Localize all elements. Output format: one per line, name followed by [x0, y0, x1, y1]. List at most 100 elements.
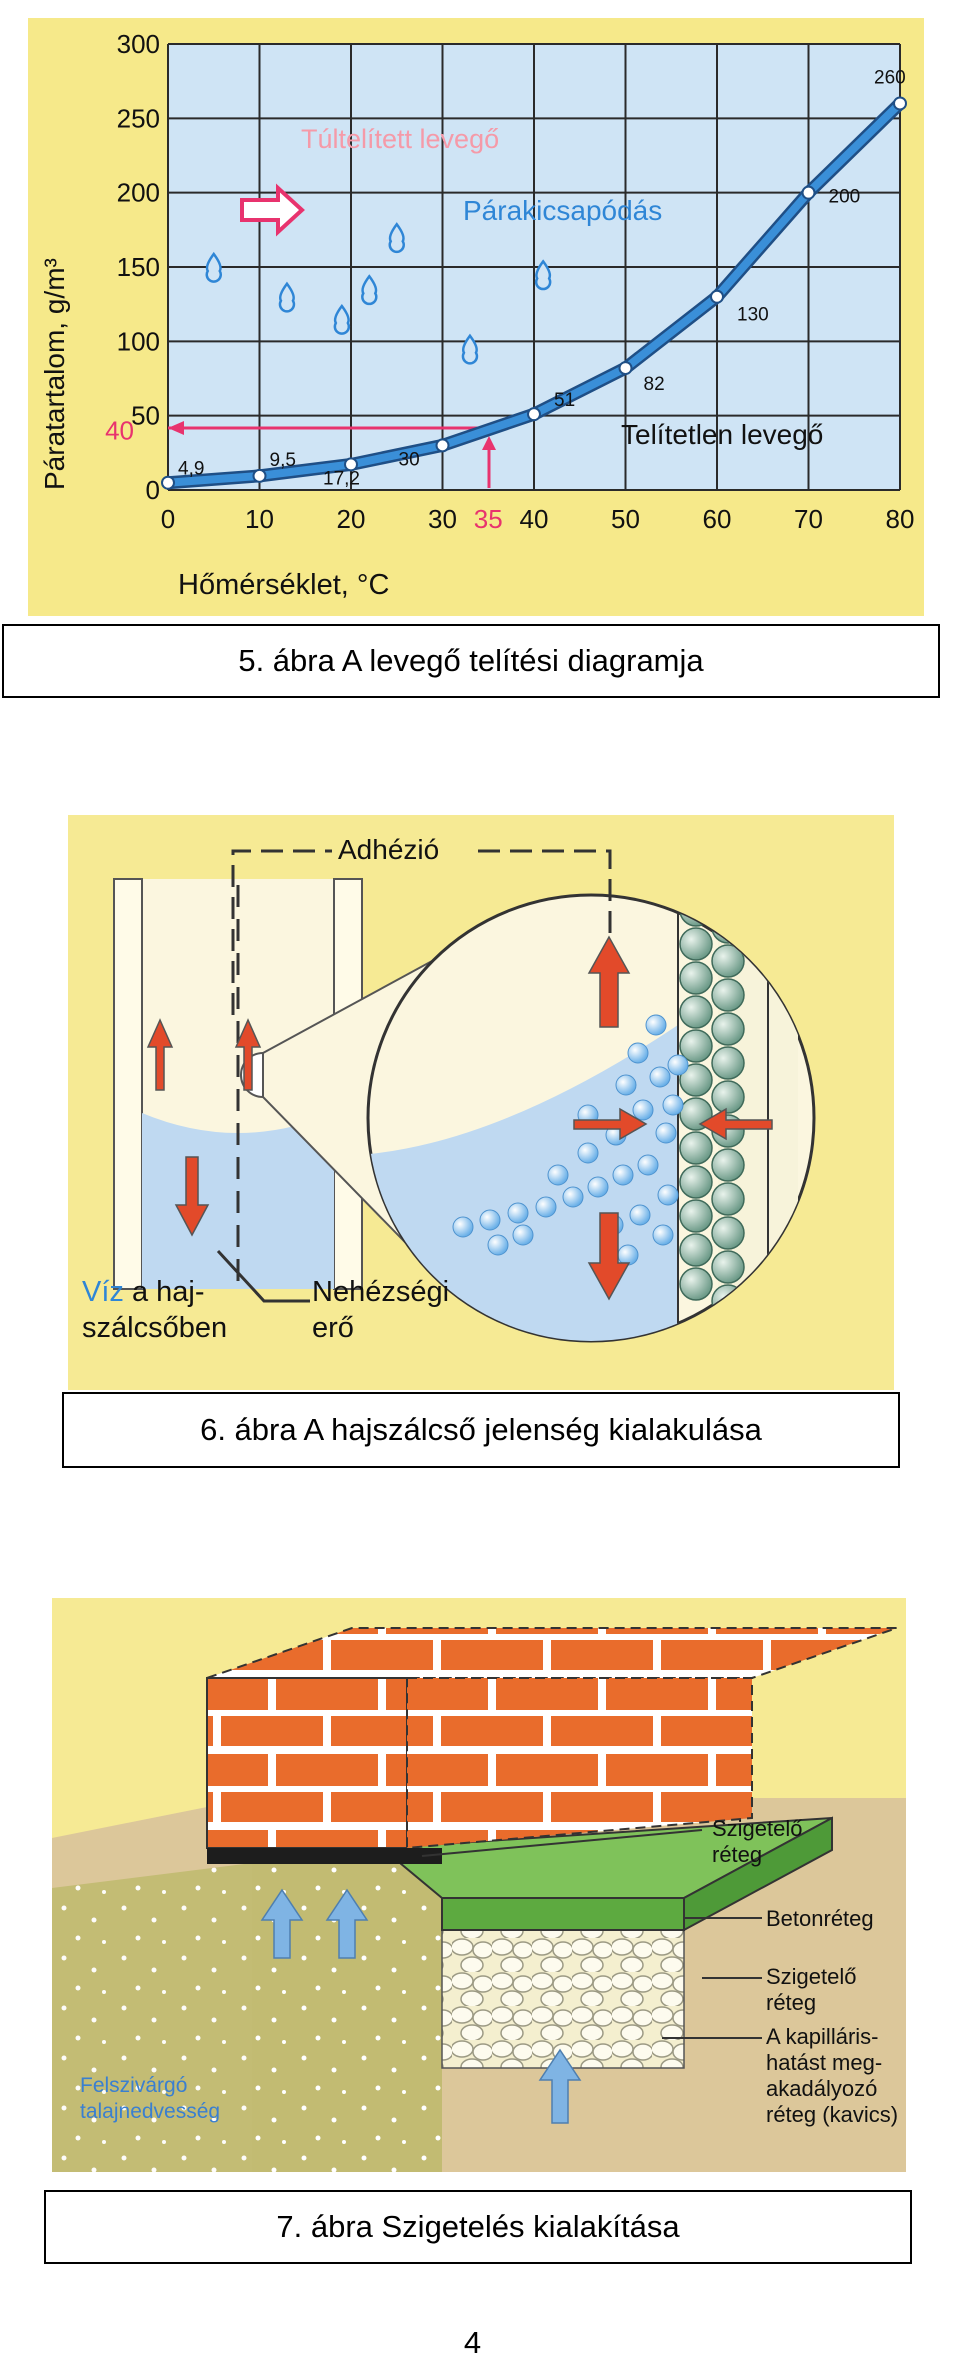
- wall-molecule: [679, 1199, 713, 1233]
- data-point: [344, 457, 358, 472]
- wall-molecule: [711, 978, 745, 1012]
- soil-under-wall: [252, 1863, 442, 2172]
- force-arrow-left: [698, 1107, 773, 1141]
- wall-front: [206, 1677, 408, 1849]
- adhesion-arrow-up: [587, 935, 631, 1028]
- figure-6: Adhézió Víz a haj- szálcsőben Nehézségi …: [68, 815, 894, 1390]
- data-label: 200: [829, 187, 861, 208]
- data-label: 4,9: [178, 459, 204, 480]
- soil-front: [52, 1863, 252, 2172]
- adhesion-leader: [231, 849, 612, 1015]
- water-molecule: [627, 1042, 649, 1064]
- concrete-side: [683, 1816, 833, 1932]
- data-label: 17,2: [323, 468, 360, 489]
- wall-molecule: [679, 961, 713, 995]
- capillary-tube: [113, 878, 363, 1290]
- wall-molecule: [711, 1182, 745, 1216]
- water-molecule: [652, 1224, 674, 1246]
- label-capillary-line4: réteg (kavics): [766, 2102, 898, 2127]
- wall-molecule: [711, 944, 745, 978]
- force-arrow-right: [573, 1107, 648, 1141]
- magnified-view: [366, 893, 816, 1343]
- figure-7-caption: 7. ábra Szigetelés kialakítása: [44, 2190, 912, 2264]
- wall-side: [406, 1677, 753, 1850]
- x-axis-label: Hőmérséklet, °C: [178, 569, 389, 601]
- y-axis-label: Páratartalom, g/m³: [39, 258, 70, 490]
- wall-molecule: [711, 1216, 745, 1250]
- water-molecule: [629, 1204, 651, 1226]
- data-label: 9,5: [270, 450, 296, 471]
- tube-arrows: [146, 1018, 262, 1237]
- y-tick-label: 150: [117, 252, 160, 282]
- reference-arrow-up: [482, 436, 496, 450]
- label-water-rest: a haj-: [124, 1276, 205, 1308]
- y-tick-label: 50: [131, 401, 160, 431]
- water-molecule: [667, 1054, 689, 1076]
- label-concrete: Betonréteg: [766, 1906, 874, 1931]
- label-adhesion: Adhézió: [338, 834, 439, 865]
- wall-molecule: [711, 1148, 745, 1182]
- x-tick-label: 80: [886, 504, 915, 534]
- water-molecule: [615, 1074, 637, 1096]
- x-tick-label: 40: [520, 504, 549, 534]
- wall-molecule: [679, 1131, 713, 1165]
- water-droplets: [205, 222, 552, 365]
- water-molecule: [547, 1164, 569, 1186]
- y-tick-label: 40: [105, 416, 134, 446]
- oversaturation-arrow: [240, 183, 305, 237]
- droplet-icon: [361, 274, 378, 306]
- data-point: [893, 96, 907, 111]
- wall-molecule: [679, 1063, 713, 1097]
- wall-molecule: [679, 1165, 713, 1199]
- data-label: 82: [644, 374, 665, 395]
- droplet-icon: [278, 281, 296, 313]
- droplet-icon: [534, 259, 552, 291]
- water-molecule: [487, 1234, 509, 1256]
- label-gravity-line2: erő: [312, 1312, 354, 1344]
- data-point: [801, 185, 816, 200]
- moisture-arrows: [260, 1888, 582, 2124]
- label-insulation2-line1: Szigetelő: [766, 1964, 857, 1989]
- x-tick-label: 50: [611, 504, 640, 534]
- wall-molecule: [711, 1012, 745, 1046]
- water-molecule: [512, 1224, 534, 1246]
- label-capillary-line3: akadályozó: [766, 2076, 877, 2101]
- water-molecule: [507, 1202, 529, 1224]
- data-label: 30: [399, 449, 420, 470]
- water-molecule: [587, 1176, 609, 1198]
- x-tick-label: 30: [428, 504, 457, 534]
- water-molecule: [645, 1014, 667, 1036]
- moisture-arrow-2: [325, 1888, 369, 1959]
- water-molecule: [535, 1196, 557, 1218]
- x-tick-label: 70: [794, 504, 823, 534]
- gravity-arrow: [174, 1156, 210, 1237]
- droplet-icon: [205, 251, 222, 283]
- label-insulation1-line1: Szigetelő: [712, 1816, 803, 1841]
- wall-molecule: [679, 1029, 713, 1063]
- x-tick-label: 35: [474, 504, 503, 534]
- water-molecule: [662, 1094, 684, 1116]
- adhesion-arrow-left: [146, 1018, 174, 1091]
- figure-5-caption: 5. ábra A levegő telítési diagramja: [2, 624, 940, 698]
- water-molecule: [562, 1186, 584, 1208]
- label-ground-line1: Felszivárgó: [80, 2074, 187, 2097]
- y-tick-label: 100: [117, 326, 160, 356]
- water-molecule: [655, 1122, 677, 1144]
- reference-lines: [168, 421, 496, 488]
- figure-6-caption: 6. ábra A hajszálcső jelenség kialakulás…: [62, 1392, 900, 1468]
- y-tick-label: 200: [117, 178, 160, 208]
- reference-arrow-left: [168, 421, 184, 435]
- wall-molecule: [679, 1233, 713, 1267]
- wall-molecule: [679, 995, 713, 1029]
- annotation-condensation: Párakicsapódás: [463, 195, 662, 226]
- water-molecule: [452, 1216, 474, 1238]
- droplet-icon: [461, 333, 479, 365]
- water-molecule: [649, 1066, 671, 1088]
- insulation-layer: [207, 1848, 442, 1864]
- wall-molecule: [679, 927, 713, 961]
- gravel-layer: [441, 1927, 685, 2069]
- droplet-icon: [388, 222, 405, 254]
- x-tick-label: 60: [703, 504, 732, 534]
